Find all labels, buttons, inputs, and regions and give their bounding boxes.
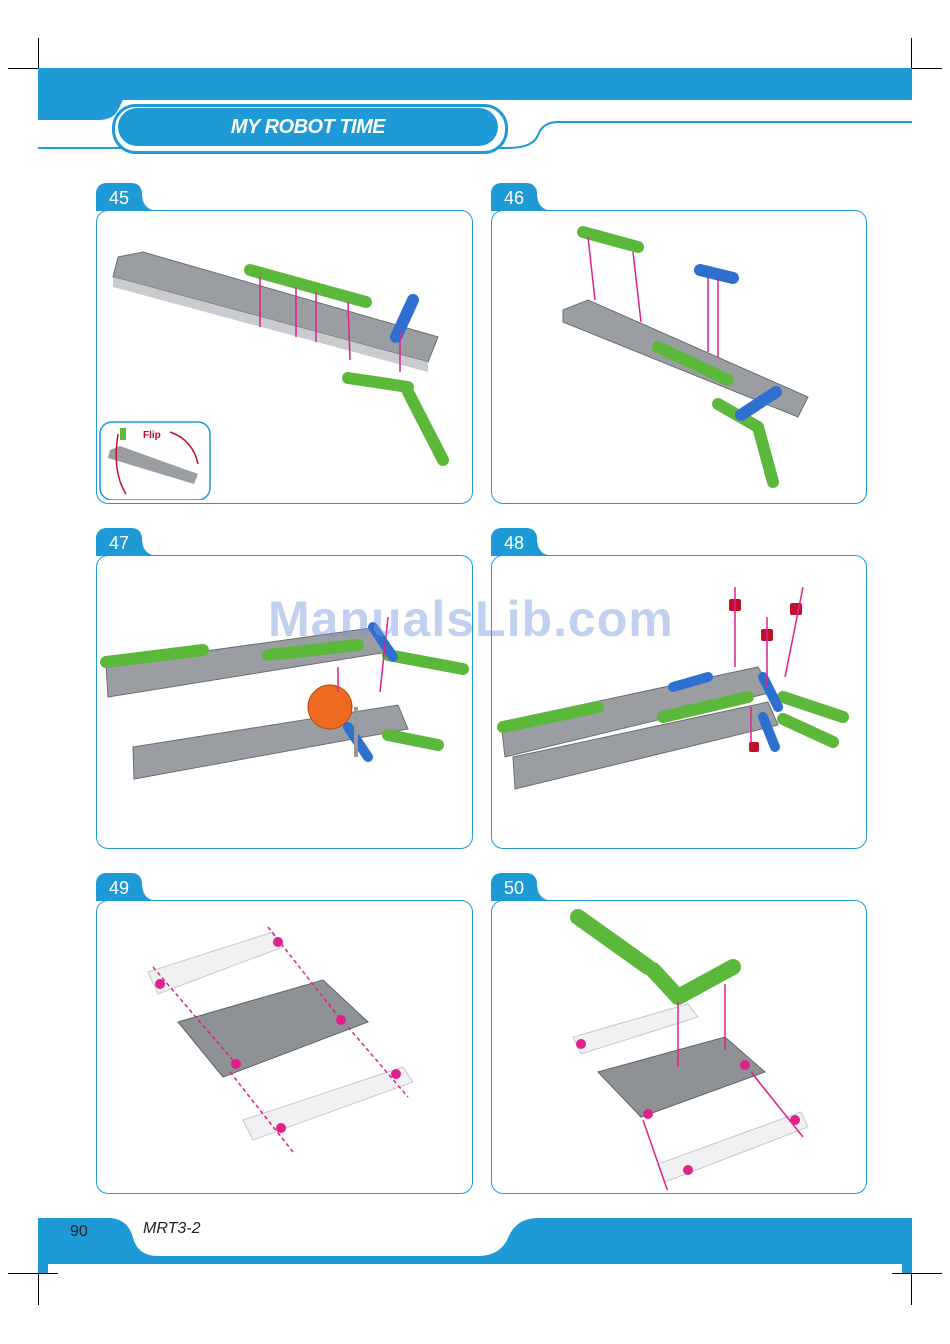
crop-mark <box>8 1273 58 1274</box>
step-number-50: 50 <box>491 873 537 901</box>
step-46-illustration <box>493 212 863 500</box>
page-title: MY ROBOT TIME <box>118 108 498 146</box>
model-name: MRT3-2 <box>143 1220 201 1238</box>
step-49-illustration <box>98 902 470 1190</box>
step-number-45: 45 <box>96 183 142 211</box>
step-number-47: 47 <box>96 528 142 556</box>
step-number-48: 48 <box>491 528 537 556</box>
crop-square <box>902 1263 912 1273</box>
crop-mark <box>892 1273 942 1274</box>
step-50-illustration <box>493 902 863 1190</box>
watermark: ManualsLib.com <box>268 590 674 648</box>
step-number-46: 46 <box>491 183 537 211</box>
step-45-illustration <box>98 212 470 500</box>
step-number-49: 49 <box>96 873 142 901</box>
crop-square <box>38 1263 48 1273</box>
page-number: 90 <box>70 1223 88 1241</box>
flip-label: Flip <box>143 430 161 441</box>
